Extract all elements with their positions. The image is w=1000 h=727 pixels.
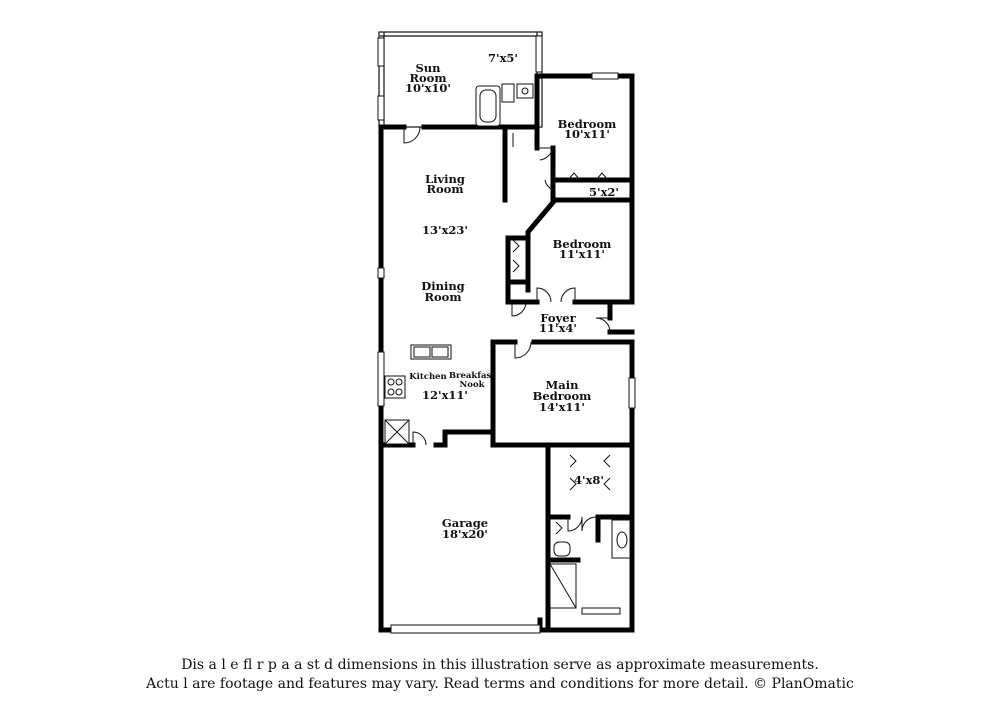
walls (378, 73, 635, 633)
garage-dims: 18'x20' (442, 527, 488, 541)
foyer-dims: 11'x4' (539, 321, 577, 335)
kitchen-dims: 12'x11' (422, 388, 468, 402)
sun-room-label: Sun (415, 61, 441, 75)
fixtures (384, 83, 631, 609)
room-labels: Sun Room 10'x10' 7'x5' Bedroom 10'x11' 5… (405, 51, 619, 541)
breakfast-nook-label-2: Nook (460, 380, 486, 390)
living-room-dims: 13'x23' (422, 223, 468, 237)
disclaimer-line-1: Dis a l e fl r p a a st d dimensions in … (181, 657, 819, 673)
closet-top-dims: 5'x2' (589, 185, 619, 199)
main-bedroom-label: Main (546, 378, 580, 392)
thin-walls (378, 31, 543, 128)
foyer-label: Foyer (540, 311, 576, 325)
dining-room-label: Dining (421, 279, 464, 293)
main-bedroom-label-2: Bedroom (533, 389, 592, 403)
garage-label: Garage (442, 516, 488, 530)
main-bedroom-dims: 14'x11' (539, 400, 585, 414)
doors (403, 126, 611, 535)
kitchen-label: Kitchen (409, 372, 447, 382)
dining-room-label-2: Room (424, 290, 461, 304)
walk-in-closet-dims: 4'x8' (574, 473, 604, 487)
living-room-label-2: Room (426, 182, 463, 196)
bedroom-mid-dims: 11'x11' (559, 247, 605, 261)
breakfast-nook-label: Breakfast (449, 371, 495, 381)
bedroom-top-dims: 10'x11' (564, 127, 610, 141)
sun-room-extra-dims: 7'x5' (488, 51, 518, 65)
sun-room-label-2: Room (409, 71, 446, 85)
bedroom-top-label: Bedroom (558, 117, 617, 131)
bedroom-mid-label: Bedroom (553, 237, 612, 251)
stove (384, 375, 406, 399)
toilet (501, 83, 515, 103)
master-toilet (553, 541, 571, 557)
sun-room-dims: 10'x10' (405, 81, 451, 95)
disclaimer-line-2: Actu l are footage and features may vary… (146, 676, 854, 692)
windows (377, 35, 636, 634)
living-room-label: Living (425, 172, 465, 186)
disclaimer: Dis a l e fl r p a a st d dimensions in … (0, 656, 1000, 694)
